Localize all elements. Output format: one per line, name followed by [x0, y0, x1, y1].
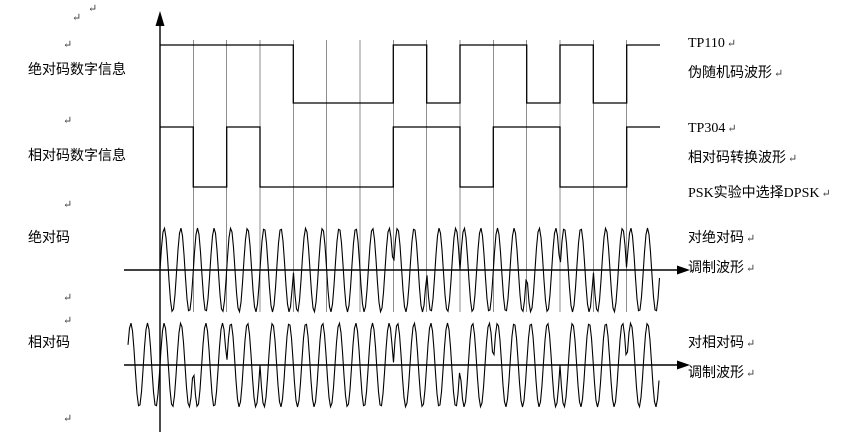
paragraph-mark-icon: ↵ [63, 292, 73, 304]
label-modulate-relative-code: 对相对码↵ [688, 336, 756, 351]
paragraph-mark-icon: ↵ [774, 68, 784, 80]
label-tp304: TP304↵ [688, 121, 737, 136]
label-relative-code-conversion-waveform: 相对码转换波形↵ [688, 151, 798, 166]
label-tp110: TP110↵ [688, 36, 737, 51]
psk-relative-axis-arrow-icon [677, 360, 690, 370]
paragraph-mark-icon: ↵ [63, 413, 73, 425]
absolute-code-wave [160, 44, 660, 104]
label-modulated-waveform-absolute: 调制波形↵ [688, 261, 756, 276]
label-relative-code: 相对码 [28, 336, 70, 351]
paragraph-mark-icon: ↵ [746, 368, 756, 380]
relative-code-wave [160, 126, 660, 188]
paragraph-mark-icon: ↵ [63, 199, 73, 211]
paragraph-mark-icon: ↵ [63, 39, 73, 51]
label-pseudorandom-waveform: 伪随机码波形↵ [688, 66, 784, 81]
paragraph-mark-icon: ↵ [788, 153, 798, 165]
psk-absolute-axis-arrow-icon [677, 265, 690, 275]
paragraph-mark-icon: ↵ [726, 38, 737, 50]
paragraph-mark-icon: ↵ [746, 263, 756, 275]
label-relative-code-digital-info: 相对码数字信息 [28, 149, 126, 164]
paragraph-mark-icon: ↵ [821, 188, 831, 200]
psk-absolute-wave [159, 226, 661, 314]
paragraph-mark-icon: ↵ [727, 123, 737, 135]
label-modulated-waveform-relative: 调制波形↵ [688, 366, 756, 381]
paragraph-mark-icon: ↵ [746, 233, 756, 245]
paragraph-mark-icon: ↵ [746, 338, 756, 350]
label-absolute-code: 绝对码 [28, 231, 70, 246]
label-modulate-absolute-code: 对绝对码↵ [688, 231, 756, 246]
psk-relative-wave [127, 321, 660, 409]
paragraph-mark-icon: ↵ [63, 315, 73, 327]
paragraph-mark-icon: ↵ [88, 3, 98, 15]
paragraph-mark-icon: ↵ [72, 12, 82, 24]
label-absolute-code-digital-info: 绝对码数字信息 [28, 63, 126, 78]
paragraph-mark-icon: ↵ [63, 115, 73, 127]
label-psk-select-dpsk: PSK实验中选择DPSK↵ [688, 186, 831, 201]
vertical-axis-arrow-icon [155, 11, 165, 26]
